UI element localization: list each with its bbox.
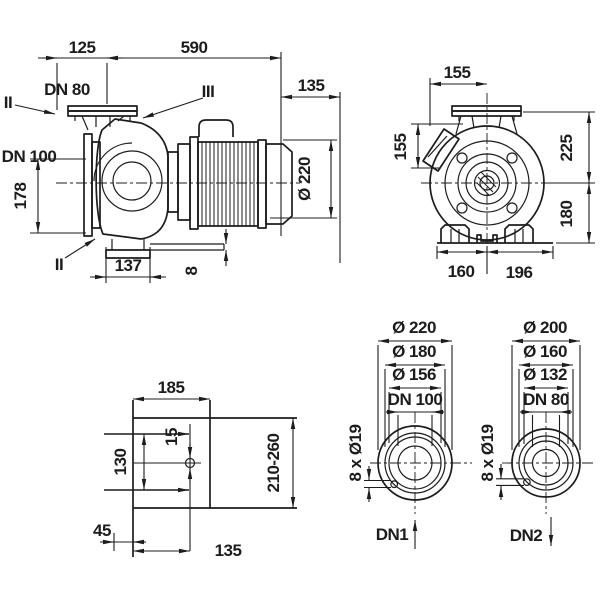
label-dn100: DN 100	[2, 147, 57, 166]
section-mark-iii: III	[202, 82, 215, 101]
dim-45: 45	[93, 521, 111, 540]
dim-196: 196	[506, 263, 533, 282]
bolt-hole	[506, 152, 518, 164]
dim-135-base: 135	[215, 541, 242, 560]
dim-15: 15	[162, 428, 181, 446]
dim-flange1-face: Ø 156	[392, 365, 436, 384]
dim-210-260: 210-260	[264, 434, 283, 493]
feet-front	[437, 224, 553, 244]
dim-flange2-face: Ø 132	[523, 365, 567, 384]
lifting-lug	[198, 119, 234, 137]
label-flange1-bolts: 8 x Ø19	[346, 424, 365, 481]
baseplate-outline	[132, 400, 297, 557]
flange-dn80-view: Ø 200 Ø 160 Ø 132 DN 80 8 x Ø19 DN2	[478, 318, 595, 546]
section-mark-ii-left: II	[4, 93, 12, 112]
dim-flange2-nominal: DN 80	[523, 390, 569, 409]
dim-160: 160	[448, 262, 475, 281]
dim-8: 8	[182, 266, 201, 275]
bolt-hole	[506, 202, 518, 214]
flange-dn100-view: Ø 220 Ø 180 Ø 156 DN 100 8 x Ø19 DN1	[346, 318, 472, 549]
bearing-bracket	[167, 136, 199, 230]
suction-flange-side	[83, 133, 101, 237]
label-dn80: DN 80	[44, 80, 90, 99]
fan-cover	[265, 143, 293, 225]
dim-flange2-bolt-circle: Ø 160	[523, 342, 567, 361]
dim-motor-diameter: Ø 220	[295, 157, 314, 201]
dim-137: 137	[115, 256, 142, 275]
discharge-flange-side	[67, 105, 138, 131]
label-port-dn1: DN1	[376, 525, 409, 544]
shaft-hatch	[476, 171, 497, 196]
leader-ii-left	[14, 104, 56, 115]
dim-155-top: 155	[444, 63, 471, 82]
leader-iii	[142, 97, 204, 119]
side-view: 125 590 135 DN 80 II III DN 100 178 II 1…	[2, 38, 341, 283]
dim-flange2-outer: Ø 200	[523, 318, 567, 337]
flange-bolt-hole	[523, 478, 531, 487]
discharge-flange-front	[451, 105, 522, 135]
drain-pipe	[150, 243, 225, 251]
bolt-hole	[456, 152, 468, 164]
volute-casing	[93, 118, 169, 240]
dim-178: 178	[11, 183, 30, 210]
dim-130: 130	[111, 449, 130, 476]
mounting-hole	[184, 457, 196, 469]
dim-590: 590	[181, 38, 208, 57]
dim-180: 180	[557, 201, 576, 228]
label-flange2-bolts: 8 x Ø19	[478, 424, 497, 481]
section-mark-ii-bottom: II	[55, 255, 63, 274]
dim-185: 185	[158, 378, 185, 397]
dim-flange1-bolt-circle: Ø 180	[392, 342, 436, 361]
front-view: 155 155 225 180 160 196	[391, 63, 595, 282]
flange-bolt-hole	[390, 480, 399, 489]
baseplate-view: 185 130 15 210-260 45 135	[93, 378, 297, 560]
dim-135-side: 135	[298, 76, 325, 95]
dim-125: 125	[69, 38, 96, 57]
leader-ii-bottom	[64, 238, 96, 259]
motor-fins	[201, 142, 255, 226]
label-port-dn2: DN2	[510, 526, 543, 545]
dim-225: 225	[557, 135, 576, 162]
pump-foot	[105, 239, 225, 259]
dim-155-left: 155	[391, 134, 410, 161]
bolt-hole	[456, 202, 468, 214]
dim-flange1-outer: Ø 220	[392, 318, 436, 337]
motor	[197, 119, 293, 229]
dim-flange1-nominal: DN 100	[388, 390, 443, 409]
